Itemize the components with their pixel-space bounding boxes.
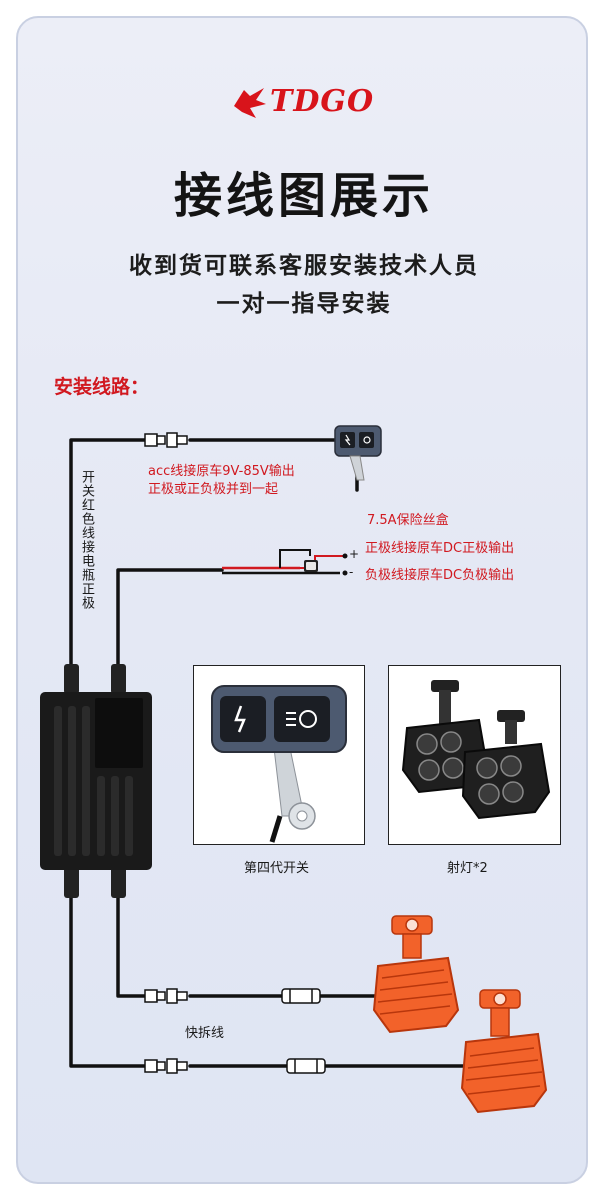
switch-photo [193,665,365,845]
fuse-label: 7.5A保险丝盒 [367,513,449,528]
output-connector-2-icon [144,1058,326,1074]
minus-sign: - [349,565,354,579]
light-caption: 射灯*2 [447,861,488,876]
negative-label: 负极线接原车DC负极输出 [365,568,515,583]
switch-photo-icon [211,685,347,843]
switch-small-icon [334,425,382,481]
quick-release-label: 快拆线 [185,1026,225,1041]
subtitle-line2: 一对一指导安装 [216,291,392,317]
acc-label-line2: 正极或正负极并到一起 [148,482,279,497]
lights-photo [388,665,561,845]
page-title: 接线图展示 [173,168,434,224]
switch-caption: 第四代开关 [244,861,310,876]
lamp-1-icon [372,915,460,1034]
power-wire [116,568,224,672]
brand-name: TDGO [270,84,375,119]
acc-label-line1: acc线接原车9V-85V输出 [148,464,295,479]
output-wire-1a [116,893,152,998]
positive-label: 正极线接原车DC正极输出 [365,541,515,556]
brand-logo: TDGO [232,78,392,126]
subtitle-line1: 收到货可联系客服安装技术人员 [129,253,479,279]
control-box-icon [40,664,152,898]
lights-photo-icon [401,680,551,820]
brand-logo-icon [234,88,266,118]
lamp-2-icon [460,989,548,1114]
output-connector-1-icon [144,988,321,1004]
acc-connector-icon [144,432,188,448]
plus-sign: + [349,547,360,561]
acc-wire-left [69,438,152,672]
output-wire-2a [69,893,152,1068]
switch-red-wire-label: 开关红色线接电瓶正极 [79,470,94,610]
section-heading: 安装线路： [54,376,150,398]
